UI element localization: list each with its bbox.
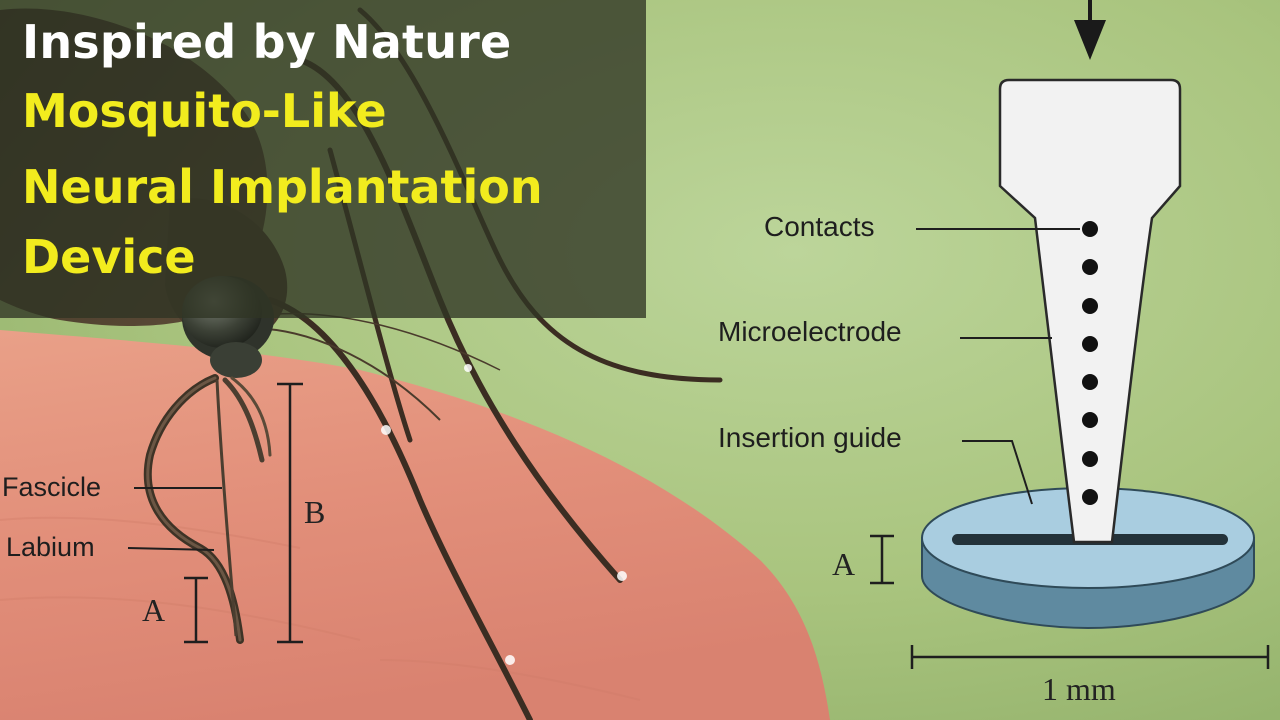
electrode-contacts <box>1082 221 1098 505</box>
skin-texture <box>0 516 641 701</box>
contact-dot <box>1082 489 1098 505</box>
fascicle-shape <box>215 379 238 637</box>
contact-dot <box>1082 336 1098 352</box>
contact-dot <box>1082 298 1098 314</box>
skin-surface <box>0 330 830 720</box>
dim-bar-a-device <box>870 534 894 585</box>
leg-joint-highlight <box>505 655 515 665</box>
title-line-1: Inspired by Nature <box>22 15 512 69</box>
insertion-arrow <box>1074 0 1106 60</box>
labium-leader-line <box>127 547 215 551</box>
mosquito-eye-lower <box>210 342 262 378</box>
title-panel <box>0 0 646 318</box>
dim-bar-b <box>277 382 303 644</box>
contact-dot <box>1082 374 1098 390</box>
title-line-2: Mosquito-Like <box>22 84 387 138</box>
dim-a-label-mosquito: A <box>142 592 166 628</box>
insertion-guide-label: Insertion guide <box>718 422 902 453</box>
contact-dot <box>1082 412 1098 428</box>
palp-shape <box>230 376 272 457</box>
dim-bar-a-mosquito <box>184 576 208 644</box>
leg-joint-highlight <box>464 364 472 372</box>
title-line-4: Device <box>22 230 196 284</box>
fascicle-label: Fascicle <box>2 472 102 502</box>
insertion-guide-leader-line <box>962 440 1033 505</box>
dim-b-label: B <box>304 494 326 530</box>
contact-dot <box>1082 451 1098 467</box>
leg-joint-highlight <box>617 571 627 581</box>
scale-bar <box>910 645 1270 669</box>
scale-label: 1 mm <box>1042 671 1116 707</box>
contact-dot <box>1082 221 1098 237</box>
palp-shape <box>222 377 265 463</box>
labium-label: Labium <box>6 532 95 562</box>
mosquito-leg-1 <box>267 297 533 720</box>
microelectrode-label: Microelectrode <box>718 316 902 347</box>
labium-shape-inner <box>146 376 242 642</box>
title-line-3: Neural Implantation <box>22 160 543 214</box>
contacts-label: Contacts <box>764 211 875 242</box>
contact-dot <box>1082 259 1098 275</box>
dim-a-label-device: A <box>832 546 856 582</box>
leg-joint-highlight <box>381 425 391 435</box>
